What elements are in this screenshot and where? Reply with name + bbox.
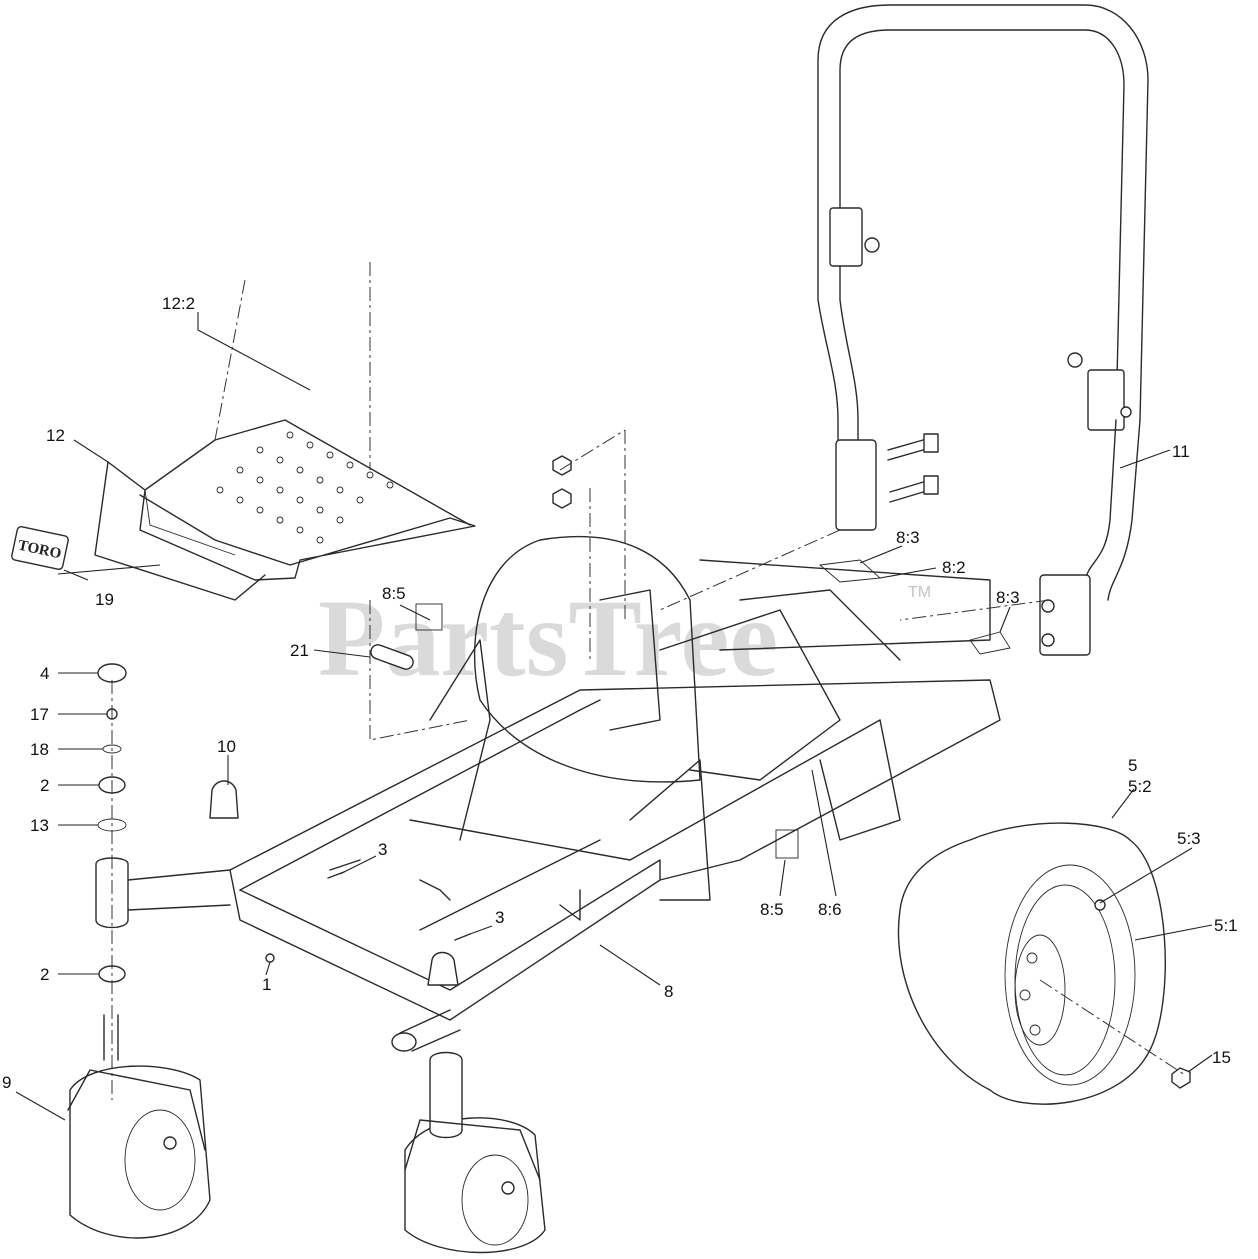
- bearing-cap-4: [97, 663, 127, 683]
- toro-logo: TORO: [11, 526, 69, 570]
- caster-wheel-right: [404, 1051, 546, 1254]
- callout-8-5-top: 8:5: [382, 584, 406, 603]
- roll-bar-left-hinge: [829, 207, 863, 267]
- bumper-10: [209, 780, 239, 819]
- lug-icon: [1019, 989, 1031, 1001]
- callout-4: 4: [40, 664, 49, 683]
- callout-5-3: 5:3: [1177, 829, 1201, 848]
- callout-2-bottom: 2: [40, 965, 49, 984]
- seat-pan: [94, 419, 476, 601]
- callout-21: 21: [290, 641, 309, 660]
- callout-10: 10: [217, 737, 236, 756]
- callout-5-1: 5:1: [1214, 916, 1238, 935]
- callout-17: 17: [30, 705, 49, 724]
- axle-nut-icon: [501, 1181, 515, 1195]
- callout-2-top: 2: [40, 776, 49, 795]
- nut-15: [1171, 1067, 1191, 1089]
- callout-8-3-right: 8:3: [996, 588, 1020, 607]
- knob-icon: [864, 237, 880, 253]
- callout-11: 11: [1172, 442, 1190, 461]
- roll-bar-left-mount: [835, 439, 877, 531]
- rear-wheel: [897, 822, 1166, 1105]
- assembly-lines: [214, 262, 1186, 1076]
- callout-3-right: 3: [495, 908, 504, 927]
- nut-icon: [552, 455, 572, 476]
- callout-12-2: 12:2: [162, 294, 195, 313]
- decal-8-5-bottom: [775, 829, 799, 859]
- callout-19: 19: [95, 590, 114, 609]
- bolt-head-icon: [1120, 406, 1132, 418]
- valve-stem-icon: [1094, 899, 1106, 911]
- callout-8-3-top: 8:3: [896, 528, 920, 547]
- lug-icon: [1026, 952, 1038, 964]
- callout-9: 9: [2, 1073, 11, 1092]
- decal-8-5-top: [415, 603, 443, 631]
- callout-8-5-bottom: 8:5: [760, 900, 784, 919]
- roll-bar-right-hinge: [1087, 369, 1125, 431]
- callout-13: 13: [30, 816, 49, 835]
- callout-8-2: 8:2: [942, 558, 966, 577]
- roll-bar: [817, 4, 1149, 656]
- callout-8-6: 8:6: [818, 900, 842, 919]
- bolt-head-icon: [923, 475, 939, 495]
- watermark-text: PartsTree: [318, 577, 778, 699]
- grommet-21: [370, 644, 414, 670]
- leader-lines: [15, 312, 1213, 1121]
- seat-pan-holes: [216, 431, 394, 544]
- watermark-trademark: TM: [908, 584, 931, 601]
- frame-tube-end: [391, 1032, 417, 1052]
- bolt-1: [265, 953, 275, 963]
- main-frame: [229, 559, 1001, 1052]
- roll-bar-right-mount: [1039, 574, 1091, 656]
- lug-icon: [1029, 1024, 1041, 1036]
- nut-icon: [552, 488, 572, 509]
- callout-15: 15: [1212, 1048, 1231, 1067]
- callout-5: 5: [1128, 756, 1137, 775]
- callout-18: 18: [30, 740, 49, 759]
- bolt-head-icon: [1041, 633, 1055, 647]
- callout-1: 1: [262, 975, 271, 994]
- bumper-right: [427, 951, 459, 986]
- caster-wheel-left: [67, 1014, 211, 1239]
- callouts: 12:2 12 19 8:5 21 4 17 18 2 13 2 9 10 3 …: [2, 294, 1238, 1092]
- callout-3-left: 3: [378, 840, 387, 859]
- rear-tire-left: [473, 535, 701, 783]
- bolt-head-icon: [1041, 599, 1055, 613]
- axle-nut-icon: [163, 1136, 177, 1150]
- callout-12: 12: [46, 426, 65, 445]
- callout-8: 8: [664, 982, 673, 1001]
- bolt-head-icon: [923, 433, 939, 453]
- caster-stack: [95, 663, 231, 1100]
- knob-icon: [1067, 352, 1083, 368]
- callout-5-2: 5:2: [1128, 777, 1152, 796]
- clip-3: [327, 871, 471, 941]
- decal-8-3-right: [969, 631, 1011, 655]
